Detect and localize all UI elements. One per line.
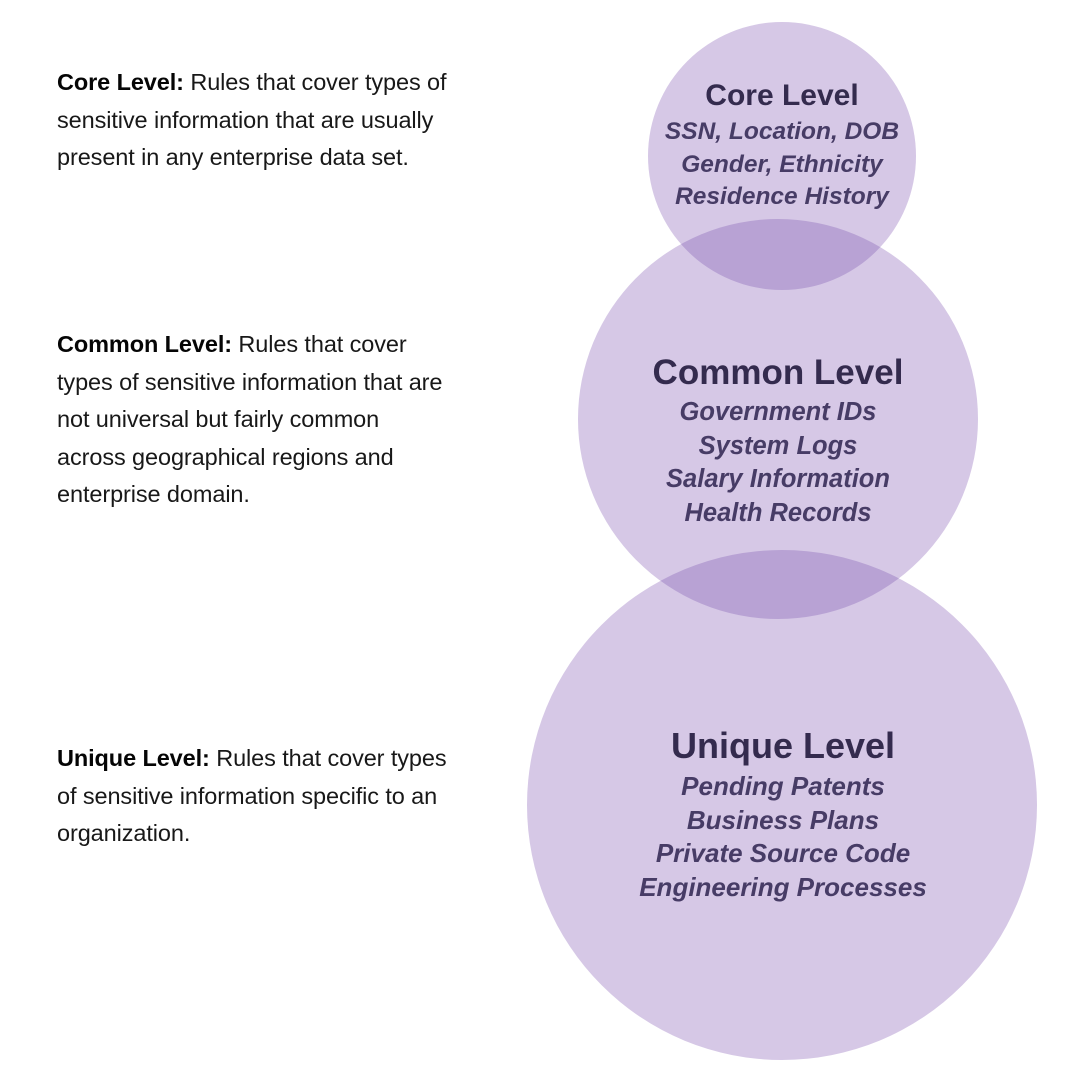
circle-common-title: Common Level (652, 353, 904, 392)
description-common-lead: Common Level: (57, 331, 232, 357)
circle-core-item-1: SSN, Location, DOB (664, 118, 900, 145)
description-core-body: Rules that cover types of sensitive info… (57, 69, 447, 170)
circle-label-common: Common Level Government IDs System Logs … (598, 350, 958, 530)
description-unique-lead: Unique Level: (57, 745, 210, 771)
circle-unique-item-1: Pending Patents (681, 771, 885, 801)
circle-label-core: Core Level SSN, Location, DOB Gender, Et… (632, 76, 932, 214)
descriptions-column: Core Level: Rules that cover types of se… (57, 0, 457, 1080)
circle-core-item-3: Residence History (675, 183, 889, 210)
description-common: Common Level: Rules that cover types of … (57, 326, 449, 514)
circle-unique-item-4: Engineering Processes (639, 871, 927, 902)
circle-label-unique: Unique Level Pending Patents Business Pl… (588, 722, 978, 904)
circle-common-item-3: Salary Information (666, 465, 890, 493)
circle-unique-item-2: Business Plans (686, 804, 880, 835)
description-core: Core Level: Rules that cover types of se… (57, 64, 449, 177)
description-unique: Unique Level: Rules that cover types of … (57, 740, 449, 853)
circle-core-item-2: Gender, Ethnicity (681, 150, 883, 178)
circle-core (648, 22, 916, 290)
circle-common (578, 219, 978, 619)
description-unique-body: Rules that cover types of sensitive info… (57, 745, 447, 846)
circle-common-item-4: Health Records (684, 498, 872, 527)
circle-common-item-1: Government IDs (679, 398, 877, 426)
description-core-lead: Core Level: (57, 69, 184, 95)
circle-unique-item-3: Private Source Code (655, 838, 911, 868)
circle-unique (527, 550, 1037, 1060)
circle-unique-title: Unique Level (670, 725, 896, 766)
circle-core-title: Core Level (705, 79, 859, 112)
circle-common-item-2: System Logs (698, 431, 858, 460)
description-common-body: Rules that cover types of sensitive info… (57, 331, 443, 507)
